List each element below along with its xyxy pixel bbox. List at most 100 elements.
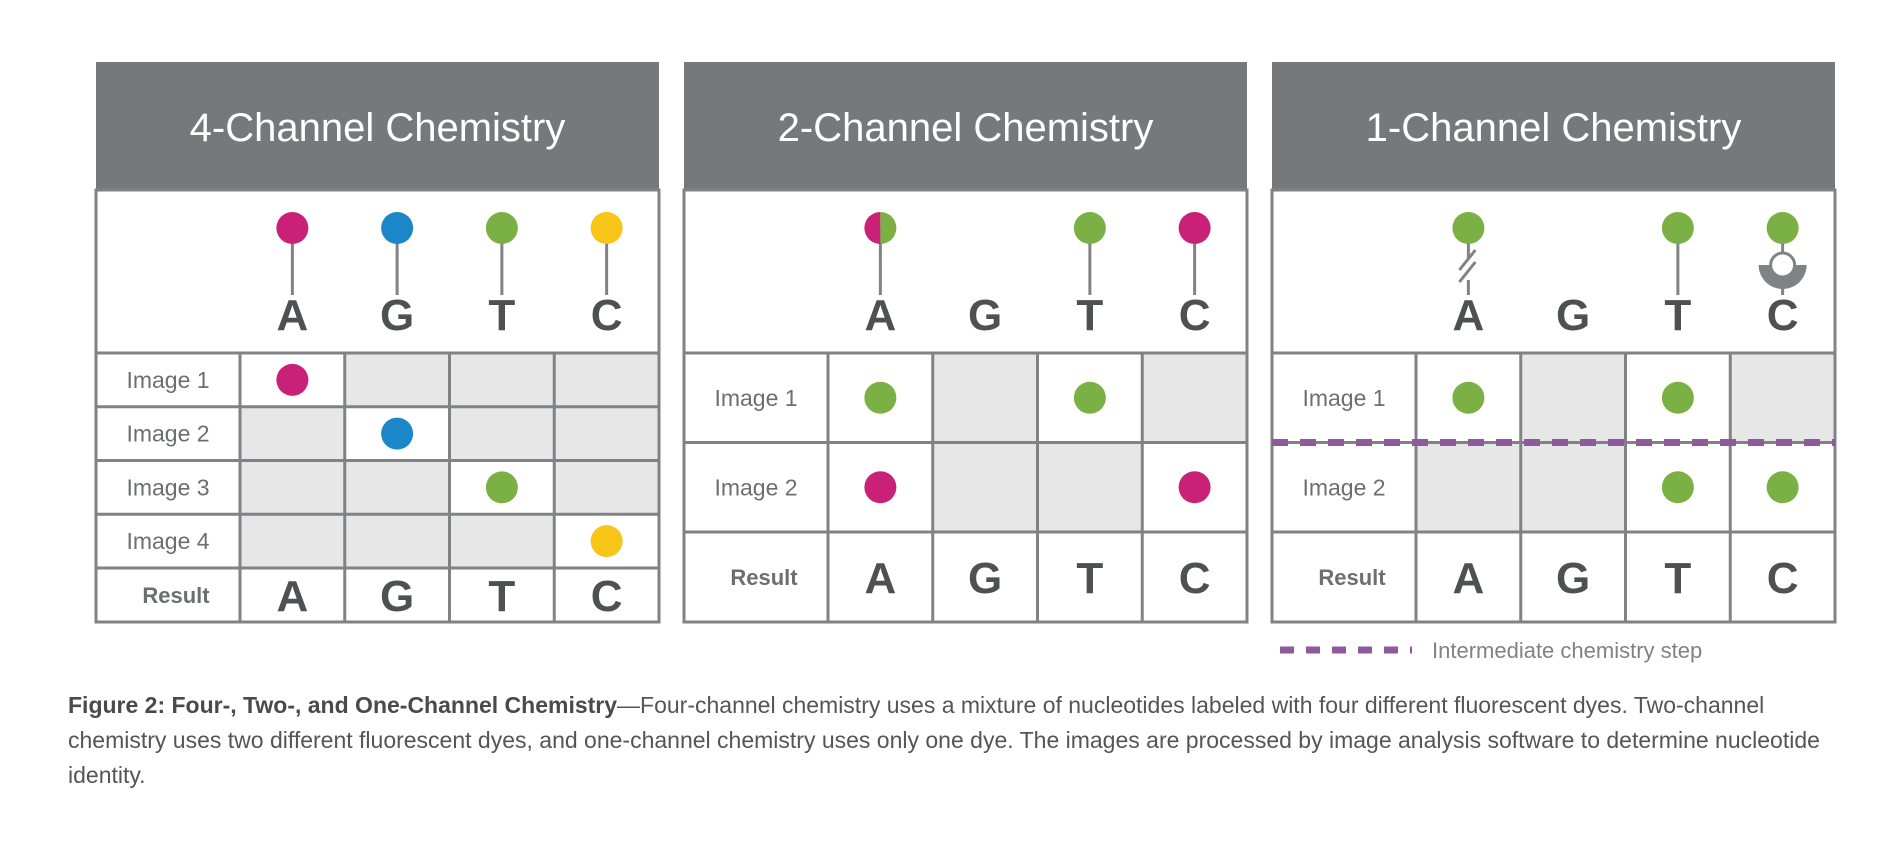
signal-dot bbox=[381, 417, 414, 450]
panel-title: 2-Channel Chemistry bbox=[778, 106, 1154, 150]
nucleotide-T: T bbox=[1073, 212, 1106, 340]
cleavage-mark bbox=[1458, 261, 1477, 283]
result-row: Result A G T C bbox=[730, 554, 1210, 603]
image-label: Image 1 bbox=[126, 367, 209, 393]
nucleotide-C: C bbox=[590, 212, 623, 340]
nucleotide-G: G bbox=[1556, 291, 1590, 340]
grid-lines bbox=[682, 188, 1249, 624]
signal-dot bbox=[1073, 381, 1106, 414]
nucleotide-C: C bbox=[1178, 212, 1211, 340]
base-letter: C bbox=[1767, 291, 1799, 340]
empty-cell bbox=[240, 460, 345, 515]
panel-header bbox=[96, 62, 659, 190]
signal-dot bbox=[485, 471, 518, 504]
base-letter: T bbox=[488, 291, 515, 340]
result-base: C bbox=[1179, 554, 1211, 603]
empty-cell bbox=[344, 460, 450, 515]
empty-cell bbox=[449, 406, 555, 461]
base-letter: G bbox=[1556, 291, 1590, 340]
image-label: Image 2 bbox=[126, 421, 209, 447]
result-base: C bbox=[1767, 554, 1799, 603]
nucleotide-A: A bbox=[276, 212, 309, 340]
legend: Intermediate chemistry step bbox=[1280, 638, 1702, 663]
empty-cell bbox=[1520, 442, 1626, 532]
image-row: Image 1 bbox=[714, 353, 1247, 443]
image-label: Image 3 bbox=[126, 474, 209, 500]
binding-ligand bbox=[1769, 251, 1797, 279]
empty-cell bbox=[554, 353, 659, 407]
empty-cell bbox=[449, 353, 555, 407]
image-label: Image 2 bbox=[714, 474, 797, 500]
image-label: Image 4 bbox=[126, 528, 209, 554]
result-base: T bbox=[1664, 554, 1691, 603]
nucleotide-T: T bbox=[485, 212, 518, 340]
signal-dot bbox=[590, 525, 623, 558]
nucleotide-T: T bbox=[1661, 212, 1694, 340]
signal-dot bbox=[1661, 471, 1694, 504]
dye bbox=[381, 212, 414, 244]
base-letter: G bbox=[380, 291, 414, 340]
panel-title: 4-Channel Chemistry bbox=[190, 106, 566, 150]
image-label: Image 1 bbox=[1302, 385, 1385, 411]
empty-cell bbox=[932, 353, 1038, 443]
nucleotide-G: G bbox=[380, 212, 414, 340]
base-letter: G bbox=[968, 291, 1002, 340]
dye-half bbox=[880, 212, 897, 244]
nucleotide-G: G bbox=[968, 291, 1002, 340]
image-row: Image 2 bbox=[1302, 442, 1835, 532]
empty-cell bbox=[554, 406, 659, 461]
result-label: Result bbox=[1318, 565, 1386, 590]
result-base: C bbox=[591, 572, 623, 621]
empty-cell bbox=[240, 514, 345, 568]
base-letter: A bbox=[864, 291, 896, 340]
result-base: G bbox=[968, 554, 1002, 603]
signal-dot bbox=[276, 363, 309, 396]
signal-dot bbox=[864, 381, 897, 414]
empty-cell bbox=[1037, 442, 1143, 532]
empty-cell bbox=[554, 460, 659, 515]
base-letter: C bbox=[1179, 291, 1211, 340]
empty-cell bbox=[1416, 442, 1521, 532]
dye bbox=[1073, 212, 1106, 244]
base-letter: T bbox=[1076, 291, 1103, 340]
caption-title: Figure 2: Four-, Two-, and One-Channel C… bbox=[68, 692, 618, 718]
image-row: Image 2 bbox=[126, 406, 659, 461]
nucleotide-A: A bbox=[1452, 212, 1485, 340]
panel-border bbox=[682, 188, 1249, 624]
grid-lines bbox=[1270, 188, 1837, 624]
image-label: Image 2 bbox=[1302, 474, 1385, 500]
image-row: Image 1 bbox=[1302, 353, 1835, 443]
image-row: Image 1 bbox=[126, 353, 659, 407]
panel-border bbox=[1270, 188, 1837, 624]
image-label: Image 1 bbox=[714, 385, 797, 411]
dye-half bbox=[864, 212, 881, 244]
panel-title: 1-Channel Chemistry bbox=[1366, 106, 1742, 150]
result-base: A bbox=[864, 554, 896, 603]
result-base: A bbox=[1452, 554, 1484, 603]
result-base: T bbox=[1076, 554, 1103, 603]
empty-cell bbox=[344, 514, 450, 568]
dye bbox=[276, 212, 309, 244]
result-base: G bbox=[380, 572, 414, 621]
empty-cell bbox=[932, 442, 1038, 532]
signal-dot bbox=[1452, 381, 1485, 414]
empty-cell bbox=[1730, 353, 1835, 443]
image-row: Image 4 bbox=[126, 514, 659, 568]
base-letter: A bbox=[1452, 291, 1484, 340]
signal-dot bbox=[1766, 471, 1799, 504]
base-letter: A bbox=[276, 291, 308, 340]
caption-body: —Four-channel chemistry uses a mixture o… bbox=[68, 692, 1820, 788]
figure-caption: Figure 2: Four-, Two-, and One-Channel C… bbox=[68, 688, 1848, 793]
result-base: T bbox=[488, 572, 515, 621]
empty-cell bbox=[1520, 353, 1626, 443]
nucleotide-C: C bbox=[1758, 212, 1807, 340]
cleavage-mark bbox=[1458, 249, 1477, 271]
dye bbox=[1661, 212, 1694, 244]
base-letter: T bbox=[1664, 291, 1691, 340]
grid-lines bbox=[94, 188, 661, 624]
result-label: Result bbox=[730, 565, 798, 590]
dye bbox=[1178, 212, 1211, 244]
